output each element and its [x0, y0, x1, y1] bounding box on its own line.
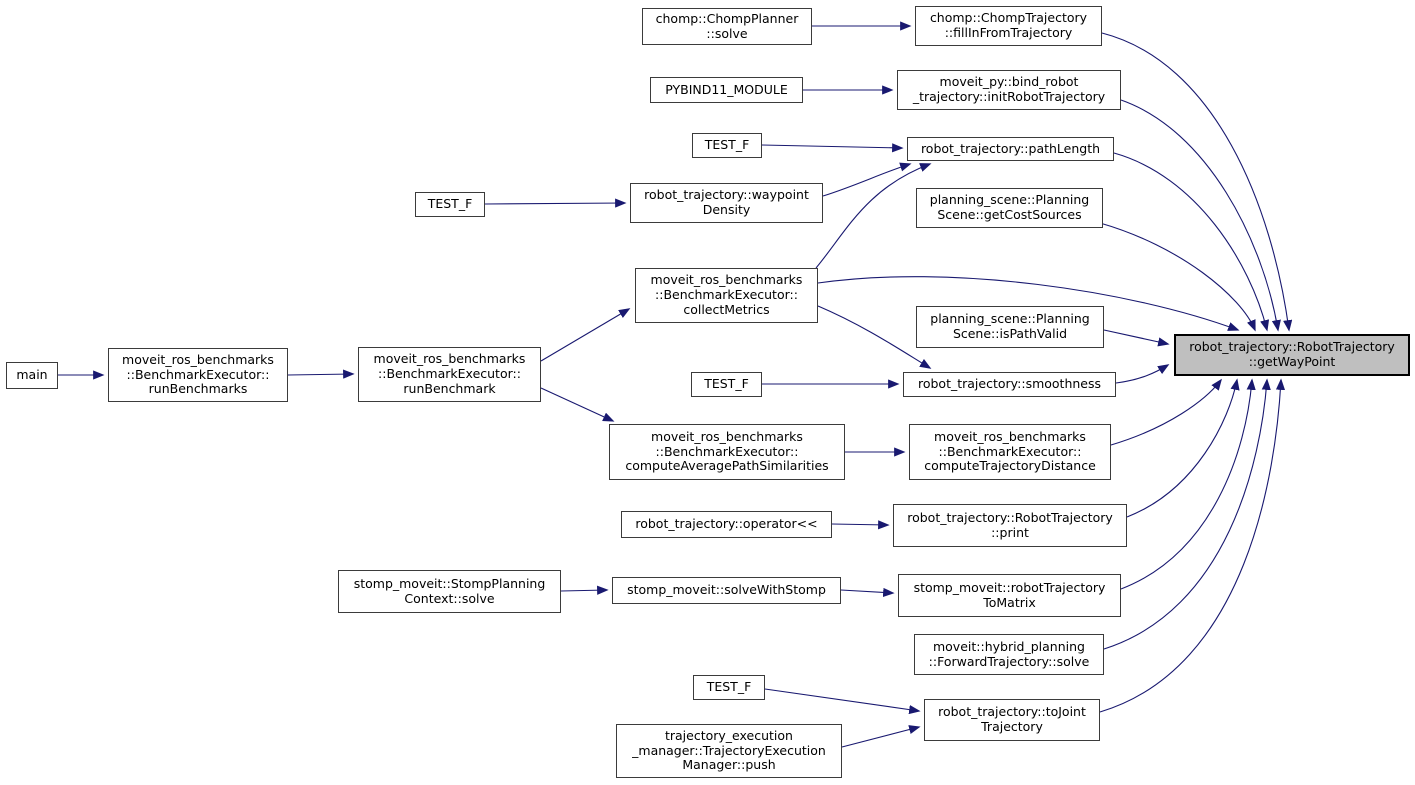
edge-operator-stream-to-robot-trajectory-print [831, 520, 890, 530]
edge-run-benchmark-to-compute-average-path-similarities [540, 387, 615, 422]
caller-node-compute-average-path-similarities[interactable]: moveit_ros_benchmarks ::BenchmarkExecuto… [609, 424, 845, 480]
node-label: moveit_ros_benchmarks ::BenchmarkExecuto… [122, 351, 274, 397]
caller-node-test-f-4[interactable]: TEST_F [693, 675, 765, 700]
edge-test-f-2-to-waypoint-density [484, 198, 627, 208]
node-label: moveit_py::bind_robot _trajectory::initR… [912, 74, 1106, 104]
caller-node-get-cost-sources[interactable]: planning_scene::Planning Scene::getCostS… [916, 188, 1103, 228]
caller-node-solve-with-stomp[interactable]: stomp_moveit::solveWithStomp [612, 577, 841, 604]
node-label: moveit_ros_benchmarks ::BenchmarkExecuto… [650, 272, 803, 317]
node-label: moveit_ros_benchmarks ::BenchmarkExecuto… [924, 428, 1096, 474]
caller-node-stomp-planning-context-solve[interactable]: stomp_moveit::StompPlanning Context::sol… [338, 570, 561, 613]
edge-is-path-valid-to-get-way-point [1103, 329, 1170, 347]
edge-collect-metrics-to-smoothness [817, 305, 932, 369]
node-label: main [16, 367, 48, 383]
node-label: stomp_moveit::solveWithStomp [627, 582, 826, 598]
caller-node-operator-stream[interactable]: robot_trajectory::operator<< [621, 511, 832, 538]
target-function-node-get-way-point: robot_trajectory::RobotTrajectory ::getW… [1174, 334, 1410, 376]
caller-node-chomp-solve[interactable]: chomp::ChompPlanner ::solve [642, 8, 812, 45]
node-label: robot_trajectory::pathLength [920, 140, 1101, 156]
caller-node-main[interactable]: main [6, 362, 58, 389]
edge-init-robot-trajectory-to-get-way-point [1120, 99, 1281, 332]
edge-test-f-1-to-path-length [761, 143, 904, 153]
edge-run-benchmarks-to-run-benchmark [287, 369, 355, 379]
caller-node-is-path-valid[interactable]: planning_scene::Planning Scene::isPathVa… [916, 306, 1104, 348]
edge-get-cost-sources-to-get-way-point [1099, 222, 1256, 332]
node-label: stomp_moveit::StompPlanning Context::sol… [353, 575, 546, 606]
node-label: chomp::ChompPlanner ::solve [655, 10, 799, 41]
edge-to-joint-trajectory-to-get-way-point [1099, 378, 1286, 713]
edge-trajectory-execution-manager-push-to-to-joint-trajectory [841, 725, 921, 748]
edge-stomp-planning-context-solve-to-solve-with-stomp [560, 585, 609, 595]
edge-robot-trajectory-print-to-get-way-point [1126, 378, 1240, 518]
node-label: TEST_F [704, 137, 750, 153]
caller-node-pybind11-module[interactable]: PYBIND11_MODULE [650, 77, 803, 103]
caller-node-smoothness[interactable]: robot_trajectory::smoothness [903, 372, 1116, 397]
node-label: planning_scene::Planning Scene::getCostS… [929, 192, 1090, 222]
edge-collect-metrics-to-path-length [815, 163, 932, 269]
node-label: PYBIND11_MODULE [665, 81, 788, 97]
caller-node-robot-trajectory-print[interactable]: robot_trajectory::RobotTrajectory ::prin… [893, 504, 1127, 547]
caller-node-to-joint-trajectory[interactable]: robot_trajectory::toJoint Trajectory [924, 699, 1100, 741]
caller-node-waypoint-density[interactable]: robot_trajectory::waypoint Density [630, 183, 823, 223]
edge-chomp-fill-in-from-trajectory-to-get-way-point [1101, 32, 1293, 332]
node-label: moveit_ros_benchmarks ::BenchmarkExecuto… [625, 428, 829, 474]
node-label: moveit::hybrid_planning ::ForwardTraject… [928, 638, 1090, 669]
node-label: moveit_ros_benchmarks ::BenchmarkExecuto… [373, 351, 526, 396]
edge-robot-trajectory-to-matrix-to-get-way-point [1120, 378, 1256, 590]
node-label: chomp::ChompTrajectory ::fillInFromTraje… [929, 10, 1088, 40]
edge-path-length-to-get-way-point [1113, 152, 1270, 332]
caller-node-test-f-1[interactable]: TEST_F [692, 133, 762, 158]
edge-smoothness-to-get-way-point [1115, 364, 1170, 384]
caller-node-forward-trajectory-solve[interactable]: moveit::hybrid_planning ::ForwardTraject… [914, 634, 1104, 675]
caller-node-chomp-fill-in-from-trajectory[interactable]: chomp::ChompTrajectory ::fillInFromTraje… [915, 6, 1102, 46]
caller-node-compute-trajectory-distance[interactable]: moveit_ros_benchmarks ::BenchmarkExecuto… [909, 424, 1111, 480]
node-label: TEST_F [427, 196, 473, 212]
caller-node-run-benchmarks[interactable]: moveit_ros_benchmarks ::BenchmarkExecuto… [108, 348, 288, 402]
caller-node-test-f-3[interactable]: TEST_F [691, 372, 762, 397]
caller-node-collect-metrics[interactable]: moveit_ros_benchmarks ::BenchmarkExecuto… [635, 268, 818, 323]
caller-node-run-benchmark[interactable]: moveit_ros_benchmarks ::BenchmarkExecuto… [358, 347, 541, 402]
edge-solve-with-stomp-to-robot-trajectory-to-matrix [840, 587, 895, 598]
edge-test-f-4-to-to-joint-trajectory [764, 688, 921, 715]
node-label: TEST_F [704, 376, 749, 392]
node-label: trajectory_execution _manager::Trajector… [632, 727, 826, 773]
node-label: stomp_moveit::robotTrajectory ToMatrix [913, 579, 1106, 610]
caller-node-trajectory-execution-manager-push[interactable]: trajectory_execution _manager::Trajector… [616, 724, 842, 778]
node-label: robot_trajectory::RobotTrajectory ::getW… [1189, 339, 1395, 369]
caller-node-test-f-2[interactable]: TEST_F [415, 192, 485, 217]
edge-compute-trajectory-distance-to-get-way-point [1110, 378, 1222, 446]
caller-node-init-robot-trajectory[interactable]: moveit_py::bind_robot _trajectory::initR… [897, 70, 1121, 110]
caller-node-path-length[interactable]: robot_trajectory::pathLength [907, 137, 1114, 161]
node-label: robot_trajectory::operator<< [635, 516, 818, 532]
node-label: robot_trajectory::waypoint Density [644, 187, 809, 217]
edge-run-benchmark-to-collect-metrics [540, 308, 631, 362]
caller-node-robot-trajectory-to-matrix[interactable]: stomp_moveit::robotTrajectory ToMatrix [898, 574, 1121, 617]
node-label: planning_scene::Planning Scene::isPathVa… [930, 311, 1090, 341]
node-label: robot_trajectory::toJoint Trajectory [938, 704, 1086, 734]
edge-forward-trajectory-solve-to-get-way-point [1103, 378, 1271, 650]
node-label: robot_trajectory::RobotTrajectory ::prin… [907, 509, 1113, 540]
edge-collect-metrics-to-get-way-point [817, 276, 1240, 331]
node-label: robot_trajectory::smoothness [917, 376, 1102, 392]
edge-waypoint-density-to-path-length [822, 162, 912, 197]
node-label: TEST_F [706, 679, 752, 695]
